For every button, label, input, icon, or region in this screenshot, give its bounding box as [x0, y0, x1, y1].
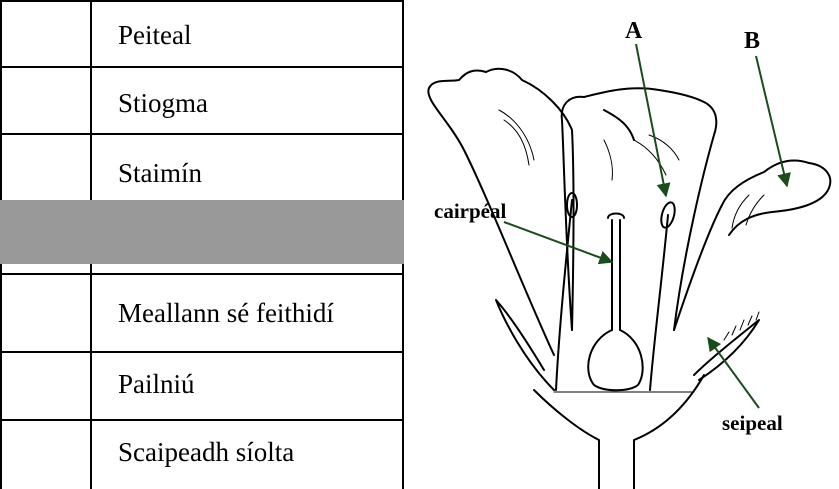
arrow-carpel	[504, 222, 612, 262]
label-carpel: cairpéal	[434, 199, 506, 223]
table-cell-text: Meallann sé feithidí	[118, 300, 334, 327]
table-cell-text: Pailniú	[118, 371, 195, 398]
petal-fold	[604, 110, 634, 140]
table-column-divider-top	[90, 0, 92, 200]
table-cell-text: Staimín	[118, 160, 202, 187]
stigma	[608, 214, 624, 219]
table-cell-text: Stiogma	[118, 90, 208, 117]
table-cell-text: Peiteal	[118, 22, 191, 49]
label-a: A	[625, 18, 643, 44]
table-top-border	[0, 0, 404, 2]
arrow-a	[636, 44, 666, 196]
left-sepal	[496, 300, 554, 390]
middle-petal	[562, 88, 717, 330]
label-sepal: seipeal	[722, 411, 783, 435]
flower-illustration: A B cairpéal seipeal	[404, 0, 839, 489]
row-divider	[0, 419, 404, 421]
table-column-divider-bottom	[90, 264, 92, 489]
label-b: B	[744, 28, 760, 54]
grey-separator-row	[0, 200, 404, 264]
arrow-sepal	[708, 338, 759, 408]
matching-table: Peiteal Stiogma Staimín Meallann sé feit…	[0, 0, 404, 489]
row-divider	[0, 133, 404, 135]
row-divider	[0, 273, 404, 275]
row-divider	[0, 66, 404, 68]
right-petal	[674, 160, 830, 330]
flower-diagram: A B cairpéal seipeal	[404, 0, 839, 489]
right-sepal	[694, 320, 759, 380]
receptacle	[534, 390, 599, 489]
row-divider	[0, 351, 404, 353]
stamen-right	[650, 215, 668, 390]
ovary	[588, 330, 642, 390]
table-cell-text: Scaipeadh síolta	[118, 439, 294, 466]
